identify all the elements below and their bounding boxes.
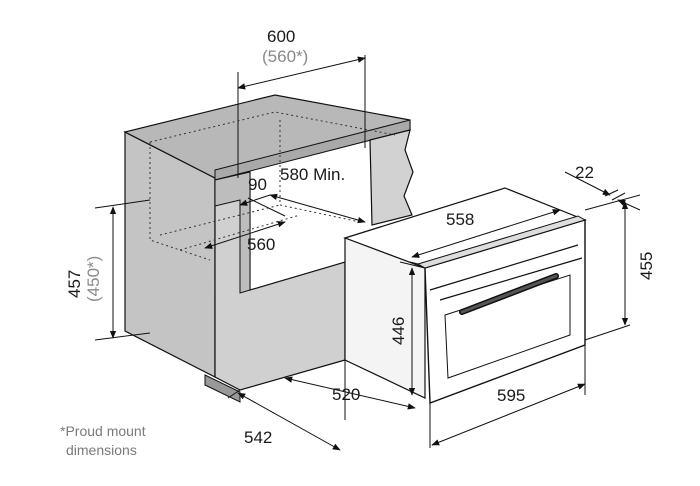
dim-600 — [237, 55, 366, 178]
dim-457 — [94, 199, 151, 341]
label-oven-front-height: 446 — [389, 317, 408, 345]
dim-455 — [584, 194, 641, 341]
label-cabinet-width: 600 — [267, 27, 295, 46]
cabinet-right-side — [369, 129, 414, 226]
proud-mount-footnote: *Proud mount dimensions — [60, 422, 210, 460]
label-cabinet-depth: 542 — [244, 428, 272, 447]
label-cabinet-height-alt: (450*) — [84, 256, 103, 302]
label-opening-depth: 580 Min. — [280, 165, 345, 184]
label-oven-base-depth: 520 — [332, 385, 360, 404]
dim-520 — [284, 360, 416, 420]
label-opening-gap: 90 — [248, 175, 267, 194]
dim-595 — [429, 345, 586, 448]
cabinet-front-lower — [214, 171, 346, 391]
dim-446 — [399, 261, 426, 396]
oven-left-side — [344, 237, 426, 399]
label-cabinet-height: 457 — [65, 270, 84, 298]
label-oven-total-height: 455 — [637, 252, 656, 280]
dim-542 — [227, 389, 341, 451]
footnote-line-1: *Proud mount — [60, 423, 146, 439]
footnote-line-2: dimensions — [66, 442, 137, 458]
dim-580 — [269, 193, 366, 224]
label-oven-top-width: 558 — [446, 210, 474, 229]
dim-560 — [204, 221, 286, 249]
dim-22 — [564, 171, 641, 211]
dim-90 — [239, 194, 286, 217]
dim-558 — [409, 209, 561, 265]
label-oven-front-width: 595 — [497, 386, 525, 405]
label-cabinet-width-alt: (560*) — [262, 47, 308, 66]
label-fascia-depth: 22 — [575, 163, 594, 182]
label-opening-width: 560 — [247, 235, 275, 254]
